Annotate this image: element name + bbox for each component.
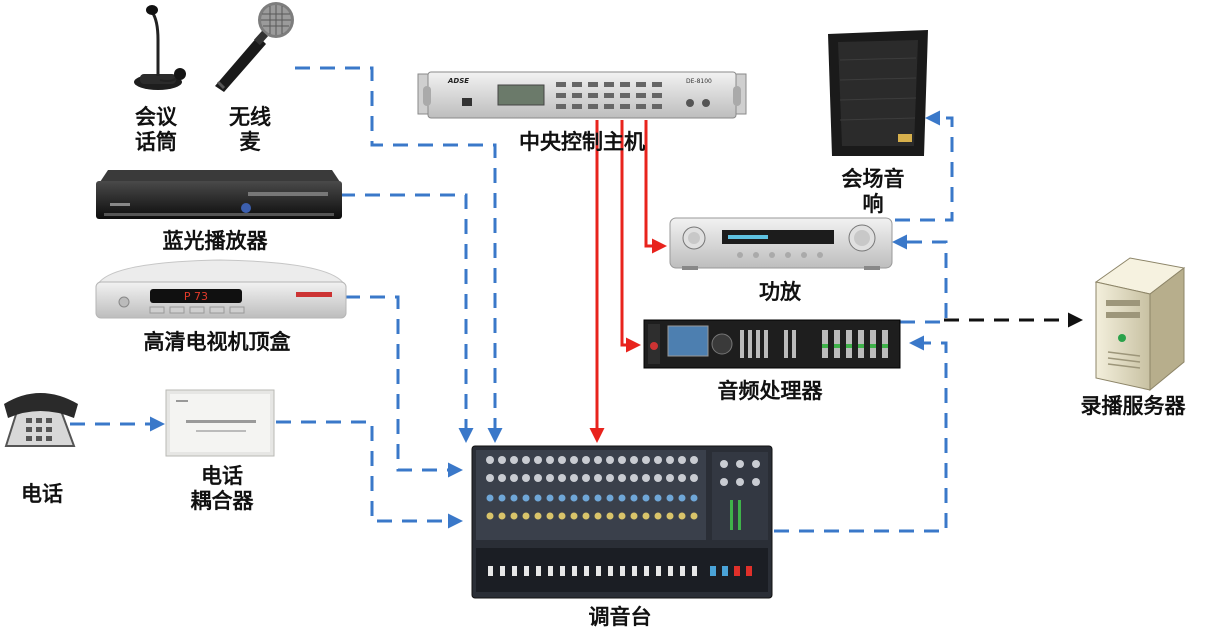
- venue-speaker-label-line1: 会场音: [841, 167, 905, 191]
- central-controller-icon: ADSE DE-8100: [417, 71, 747, 119]
- control-links: [589, 120, 667, 443]
- link-wireless-mic-mixer: [295, 66, 503, 443]
- link-processor-amp: [892, 234, 948, 324]
- telephone-label: 电话: [21, 482, 63, 506]
- conference-mic-label: 会议 话筒: [128, 105, 184, 155]
- recording-server-label: 录播服务器: [1080, 394, 1186, 418]
- link-amp-speaker: [895, 110, 954, 222]
- audio-processor-label: 音频处理器: [717, 379, 823, 403]
- controller-brand: ADSE: [447, 77, 469, 85]
- link-controller-processor: [620, 120, 641, 353]
- audio-processor-icon: [643, 319, 901, 369]
- mixer-icon: [471, 445, 773, 599]
- mixer-label: 调音台: [588, 605, 652, 629]
- central-controller-label: 中央控制主机: [519, 130, 645, 154]
- recording-server-icon: [1094, 257, 1186, 392]
- link-settop-mixer: [345, 295, 463, 478]
- controller-model: DE-8100: [686, 78, 712, 85]
- link-mixer-processor: [774, 335, 948, 533]
- phone-coupler-label-line2: 耦合器: [190, 489, 254, 513]
- conference-mic-icon: [134, 5, 186, 90]
- wireless-mic-label-line1: 无线: [229, 105, 271, 129]
- settop-box-icon: P 73: [95, 259, 347, 319]
- conference-mic-label-line1: 会议: [135, 105, 177, 129]
- settop-box-display: P 73: [184, 290, 208, 303]
- venue-speaker-icon: [828, 30, 928, 156]
- link-bluray-mixer: [340, 193, 474, 443]
- conference-mic-label-line2: 话筒: [135, 130, 177, 154]
- phone-coupler-icon: [165, 389, 275, 457]
- bluray-player-icon: [96, 170, 342, 219]
- wireless-mic-icon: [215, 2, 294, 92]
- amplifier-icon: [669, 217, 893, 270]
- telephone-icon: [4, 393, 78, 447]
- amplifier-label: 功放: [759, 280, 801, 304]
- audio-links: [70, 66, 954, 533]
- phone-coupler-label: 电话 耦合器: [180, 464, 264, 514]
- phone-coupler-label-line1: 电话: [201, 464, 243, 488]
- wireless-mic-label: 无线 麦: [222, 105, 278, 155]
- settop-box-label: 高清电视机顶盒: [143, 330, 291, 354]
- link-controller-amp: [644, 120, 667, 254]
- venue-speaker-label-line2: 响: [862, 192, 884, 216]
- link-coupler-mixer: [276, 420, 463, 529]
- bluray-player-label: 蓝光播放器: [162, 229, 268, 253]
- wireless-mic-label-line2: 麦: [239, 130, 261, 154]
- venue-speaker-label: 会场音 响: [826, 167, 920, 217]
